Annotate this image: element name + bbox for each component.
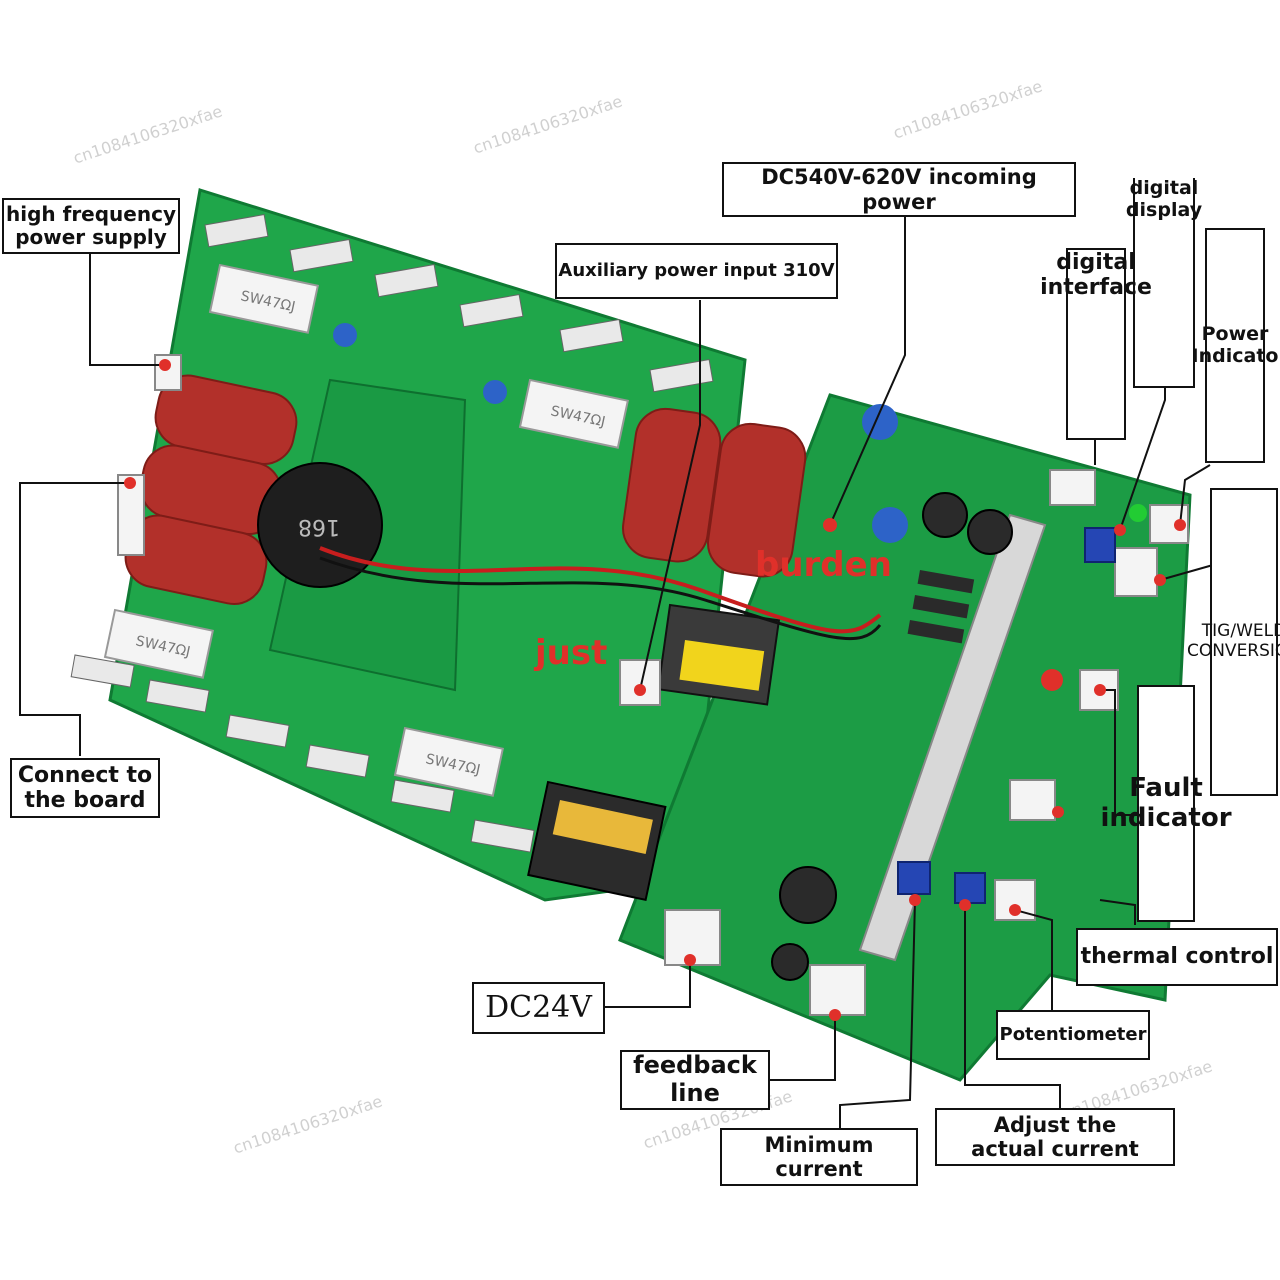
label-power-indicator: Power Indicato [1192, 228, 1278, 463]
label-connect-to-board: Connect to the board [10, 758, 160, 818]
electrolytic-capacitors [771, 492, 1013, 981]
black-choke [257, 462, 383, 588]
white-connectors [117, 354, 1189, 1016]
label-fault-indicator: Fault indicator [1101, 685, 1232, 922]
choke-text: 168 [298, 514, 340, 539]
cement-resistors [103, 263, 630, 797]
label-dc24v: DC24V [472, 982, 605, 1034]
label-auxiliary-power-input: Auxiliary power input 310V [555, 243, 838, 299]
just-label: just [535, 633, 608, 673]
trimmer-pots [897, 527, 1116, 904]
label-dc540-incoming-power: DC540V-620V incoming power [722, 162, 1076, 217]
pad-rows [70, 214, 714, 853]
control-pcb [618, 393, 1192, 1082]
label-thermal-control: thermal control [1076, 928, 1278, 986]
label-digital-display: digital display [1126, 177, 1202, 388]
heatsink-fins [907, 570, 975, 644]
label-digital-interface: digital interface [1040, 248, 1152, 440]
burden-label: burden [755, 545, 892, 585]
label-potentiometer: Potentiometer [996, 1010, 1150, 1060]
label-feedback-line: feedback line [620, 1050, 770, 1110]
label-high-frequency-power-supply: high frequency power supply [2, 198, 180, 254]
label-minimum-current: Minimum current [720, 1128, 918, 1186]
red-black-wire [319, 546, 882, 634]
label-tig-weld-conversion: TIG/WELD CONVERSION [1187, 488, 1280, 796]
red-capacitors-left [124, 374, 298, 605]
label-adjust-actual-current: Adjust the actual current [935, 1108, 1175, 1166]
leader-lines [19, 215, 1214, 1128]
heatsink [858, 513, 1047, 962]
marker-dots [124, 359, 1186, 1021]
